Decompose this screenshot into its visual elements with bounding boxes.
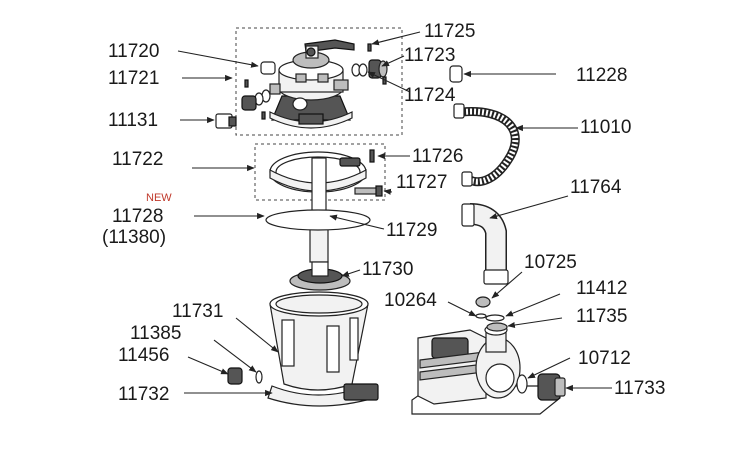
leader-11735 [507, 317, 563, 329]
label-11735: 11735 [576, 306, 627, 327]
label-11380: (11380) [102, 227, 166, 248]
new-badge: NEW [146, 192, 172, 204]
label-11730: 11730 [362, 259, 413, 280]
tank-o-ring-11728 [265, 209, 371, 231]
drain-plug-11131 [215, 113, 237, 129]
leader-11729 [329, 214, 385, 230]
leader-11723 [381, 55, 405, 67]
label-11729: 11729 [386, 220, 437, 241]
hose-adapter-11228 [449, 65, 463, 83]
label-11720: 11720 [108, 41, 159, 62]
tank-base-11732 [267, 383, 379, 407]
label-11131: 11131 [108, 110, 158, 131]
pump-o-ring-10712 [516, 374, 528, 394]
leader-11724 [367, 71, 411, 93]
leader-11385 [213, 339, 257, 373]
label-11727: 11727 [396, 172, 447, 193]
o-ring-10264 [475, 313, 487, 319]
clamp-nut-11727 [354, 185, 383, 197]
label-11726: 11726 [412, 146, 463, 167]
label-10264: 10264 [384, 290, 437, 311]
valve-group-box [235, 27, 403, 136]
label-11385: 11385 [130, 323, 181, 344]
elbow-pipe-11764 [461, 203, 509, 285]
screw-b [261, 111, 266, 120]
leader-11456 [187, 356, 229, 375]
leader-11720 [177, 50, 259, 68]
valve-connector-11721 [241, 95, 257, 111]
label-11724: 11724 [404, 85, 456, 106]
label-11010: 11010 [580, 117, 631, 138]
drain-cap-11456 [227, 367, 243, 385]
pump-connector-11733 [537, 373, 566, 401]
leader-11727 [383, 188, 393, 195]
multiport-valve-drawing [269, 39, 355, 129]
strainer-11735 [486, 322, 508, 332]
clamp-group-box [254, 143, 386, 201]
label-10712: 10712 [578, 348, 631, 369]
label-11733: 11733 [614, 378, 665, 399]
pump-drawing [411, 324, 561, 415]
hose-connector-11723 [368, 59, 388, 79]
label-11728: 11728 [112, 206, 163, 227]
hose-11010 [453, 103, 520, 187]
label-11731: 11731 [172, 301, 223, 322]
screw-a [244, 79, 249, 88]
clamp-screw-11726 [369, 149, 375, 163]
leader-11725 [371, 31, 421, 46]
leader-10725 [491, 271, 523, 299]
label-11732: 11732 [118, 384, 169, 405]
leader-11764 [489, 195, 569, 220]
label-11456: 11456 [118, 345, 169, 366]
label-10725: 10725 [524, 252, 577, 273]
drain-o-ring-11385 [255, 370, 263, 384]
label-11721: 11721 [108, 68, 159, 89]
label-11764: 11764 [570, 177, 622, 198]
pressure-gauge-plug-11720 [260, 61, 276, 75]
leader-11731 [235, 317, 279, 353]
leader-11412 [505, 293, 561, 317]
label-11723: 11723 [404, 45, 455, 66]
label-11228: 11228 [576, 65, 627, 86]
laterals-11730 [289, 261, 351, 291]
label-11725: 11725 [424, 21, 475, 42]
screw-11725 [367, 43, 372, 52]
strainer-cover-10725 [475, 296, 491, 308]
o-ring-11412 [485, 314, 505, 322]
filter-tank-drawing [269, 291, 369, 391]
label-11722: 11722 [112, 149, 163, 170]
label-11412: 11412 [576, 278, 627, 299]
leader-11730 [341, 269, 361, 277]
leader-10712 [527, 357, 571, 379]
o-ring-11723b [358, 63, 368, 77]
leader-10264 [447, 301, 477, 317]
